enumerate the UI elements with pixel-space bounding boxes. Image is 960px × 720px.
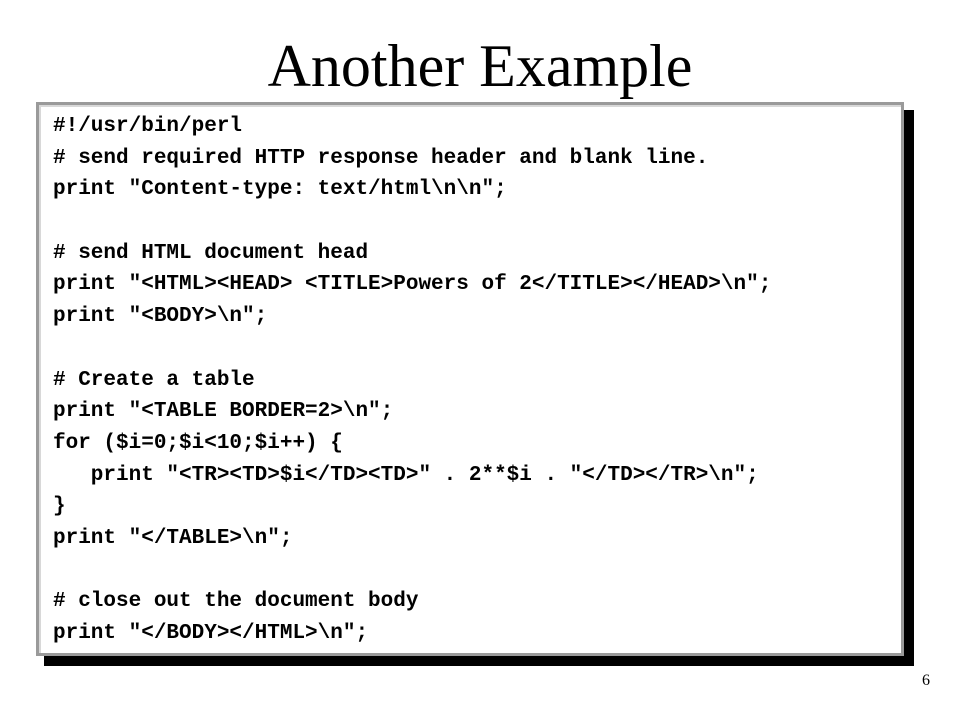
- code-line: print "<BODY>\n";: [53, 305, 268, 329]
- page-number: 6: [922, 672, 930, 689]
- code-line: # send required HTTP response header and…: [53, 146, 709, 170]
- code-box: #!/usr/bin/perl # send required HTTP res…: [36, 102, 904, 656]
- code-line: # close out the document body: [53, 590, 419, 614]
- code-line: print "<TR><TD>$i</TD><TD>" . 2**$i . "<…: [53, 463, 759, 487]
- code-line: #!/usr/bin/perl: [53, 115, 243, 138]
- code-line: print "<TABLE BORDER=2>\n";: [53, 400, 394, 424]
- code-line: for ($i=0;$i<10;$i++) {: [53, 431, 343, 455]
- code-line: print "<HTML><HEAD> <TITLE>Powers of 2</…: [53, 273, 772, 297]
- code-line: print "</BODY></HTML>\n";: [53, 622, 369, 645]
- code-line: [53, 206, 771, 238]
- code-line: [53, 555, 771, 587]
- code-listing: #!/usr/bin/perl # send required HTTP res…: [53, 111, 771, 650]
- code-line: [53, 333, 771, 365]
- slide-title: Another Example: [267, 33, 693, 99]
- code-line: # send HTML document head: [53, 241, 369, 265]
- code-line: print "Content-type: text/html\n\n";: [53, 178, 507, 202]
- code-line: # Create a table: [53, 368, 255, 392]
- code-line: print "</TABLE>\n";: [53, 526, 293, 550]
- code-line: }: [53, 495, 66, 519]
